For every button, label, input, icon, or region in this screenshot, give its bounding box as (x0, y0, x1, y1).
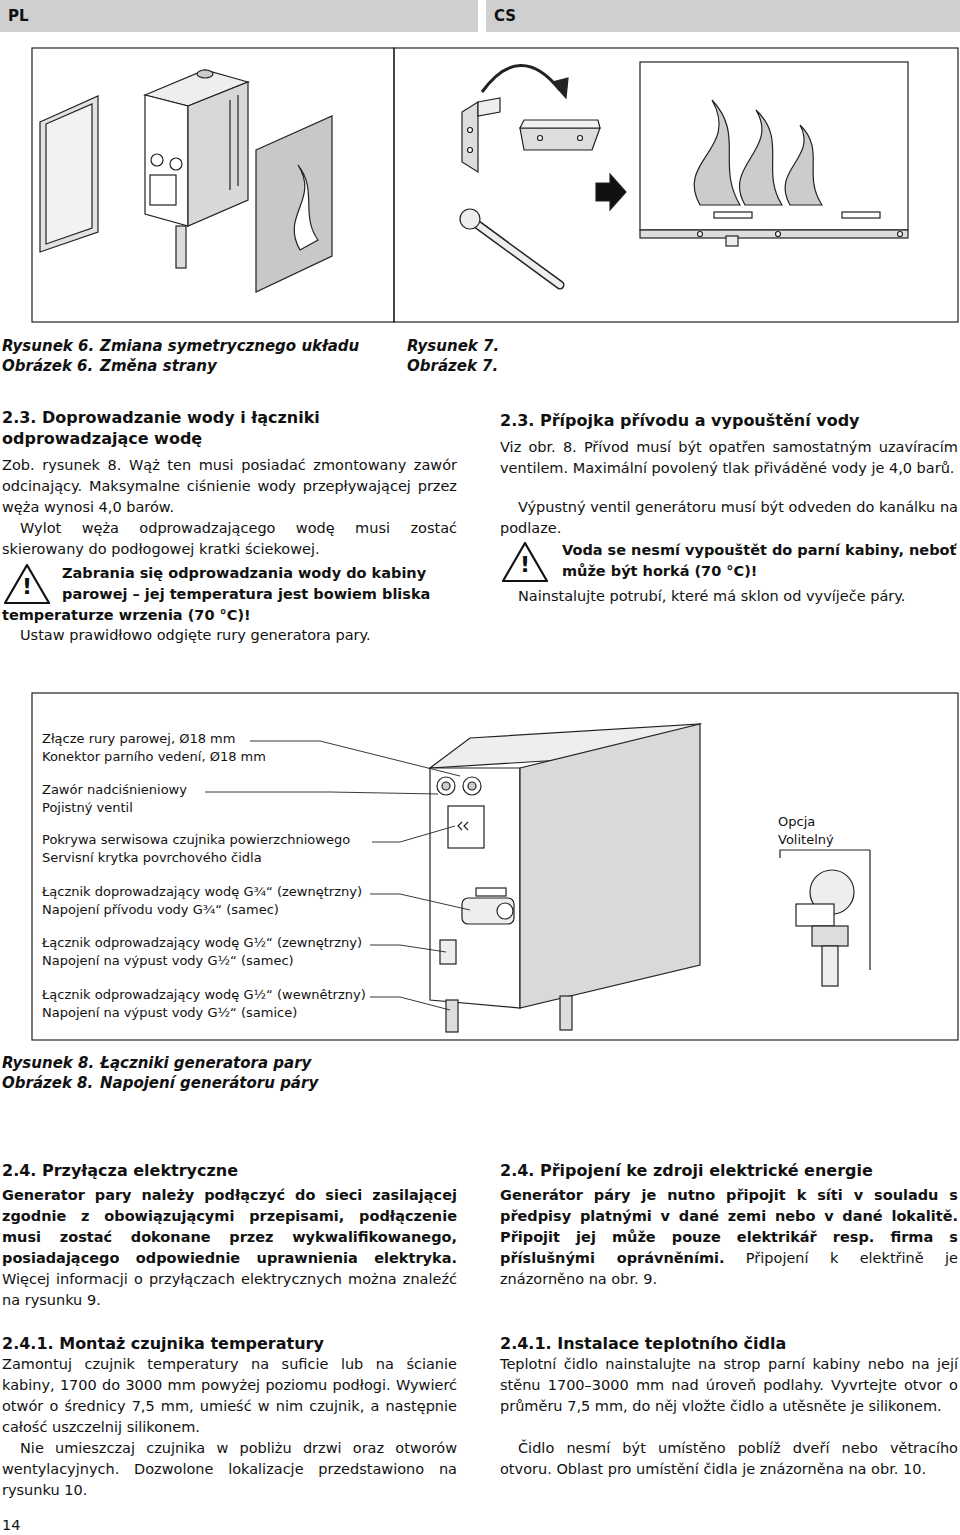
section-heading: 2.3. Doprowadzanie wody i łączniki odpro… (2, 407, 457, 449)
body-text: Teplotní čidlo nainstalujte na strop par… (500, 1354, 958, 1417)
callout-label: Łącznik odprowadzający wodę G½“ (zewnętr… (42, 934, 382, 952)
callout-label: Łącznik doprowadzający wodę G¾“ (zewnętr… (42, 883, 382, 901)
callout-label: Volitelný (778, 831, 868, 849)
warning-triangle: ! (4, 564, 50, 604)
figure-8 (205, 724, 870, 1032)
body-text: Wylot węża odprowadzającego wodę musi zo… (2, 518, 457, 560)
paragraph: Generátor páry je nutno připojit k síti … (500, 1185, 958, 1290)
figure-caption: Změna strany (100, 356, 400, 376)
section-heading: 2.4. Připojení ke zdroji elektrické ener… (500, 1160, 958, 1181)
figure-caption: Napojení generátoru páry (100, 1073, 450, 1093)
callout-label: Łącznik odprowadzający wodę G½“ (wewnêtr… (42, 986, 382, 1004)
body-text: 14 (2, 1515, 42, 1535)
body-text: Więcej informacji o przyłączach elektryc… (2, 1271, 457, 1308)
warning-text: Voda se nesmí vypouštět do parní kabiny,… (562, 540, 958, 582)
figure-caption: Rysunek 6. (2, 336, 97, 356)
body-text: Zamontuj czujnik temperatury na suficie … (2, 1354, 457, 1438)
warning-text: Zabrania się odprowadzania wody do kabin… (2, 563, 457, 626)
language-bar: CS (486, 0, 960, 32)
language-code: PL (0, 7, 29, 25)
figure-caption: Obrázek 8. (2, 1073, 97, 1093)
callout-label: Napojení na výpust vody G½“ (samice) (42, 1004, 382, 1022)
callout-label: Pokrywa serwisowa czujnika powierzchniow… (42, 831, 382, 849)
callout-label: Pojistný ventil (42, 799, 382, 817)
figure-caption: Łączniki generatora pary (100, 1053, 450, 1073)
body-text: Zob. rysunek 8. Wąż ten musi posiadać zm… (2, 455, 457, 518)
callout-label: Zawór nadciśnieniowy (42, 781, 382, 799)
warning-mark: ! (502, 552, 548, 578)
section-heading: 2.4.1. Instalace teplotního čidla (500, 1333, 958, 1354)
warning-triangle: ! (502, 542, 548, 582)
body-text: Ustaw prawidłowo odgięte rury generatora… (2, 625, 457, 646)
warning-spacer (2, 563, 62, 603)
body-text: Nainstalujte potrubí, které má sklon od … (500, 586, 958, 607)
figure-caption: Rysunek 7. (407, 336, 527, 356)
figure-caption: Zmiana symetrycznego układu (100, 336, 400, 356)
body-text: Viz obr. 8. Přívod musí být opatřen samo… (500, 437, 958, 479)
body-text-bold: Generator pary należy podłączyć do sieci… (2, 1187, 457, 1266)
language-bar: PL (0, 0, 478, 32)
warning-mark: ! (4, 574, 50, 600)
leader-lines (205, 741, 470, 1010)
body-text: Nie umieszczaj czujnika w pobliżu drzwi … (2, 1438, 457, 1501)
figure-caption: Obrázek 7. (407, 356, 527, 376)
figure-frame (394, 48, 958, 322)
body-text: Výpustný ventil generátoru musí být odve… (500, 497, 958, 539)
callout-label: Servisní krytka povrchového čidla (42, 849, 382, 867)
paragraph: Generator pary należy podłączyć do sieci… (2, 1185, 457, 1311)
figure-frame (32, 48, 394, 322)
section-heading: 2.3. Přípojka přívodu a vypouštění vody (500, 410, 958, 431)
section-heading: 2.4.1. Montaż czujnika temperatury (2, 1333, 457, 1354)
callout-label: Napojení přívodu vody G¾“ (samec) (42, 901, 382, 919)
section-heading: 2.4. Przyłącza elektryczne (2, 1160, 457, 1181)
figure-caption: Obrázek 6. (2, 356, 97, 376)
figure-7 (460, 62, 908, 285)
callout-label: Złącze rury parowej, Ø18 mm (42, 730, 382, 748)
figure-frame (32, 693, 958, 1040)
optional-valve (780, 850, 870, 986)
body-text: Čidlo nesmí být umístěno poblíž dveří ne… (500, 1438, 958, 1480)
callout-label: Napojení na výpust vody G½“ (samec) (42, 952, 382, 970)
figure-6 (40, 70, 332, 292)
figure-caption: Rysunek 8. (2, 1053, 97, 1073)
language-code: CS (486, 7, 516, 25)
callout-label: Opcja (778, 813, 868, 831)
callout-label: Konektor parního vedení, Ø18 mm (42, 748, 382, 766)
